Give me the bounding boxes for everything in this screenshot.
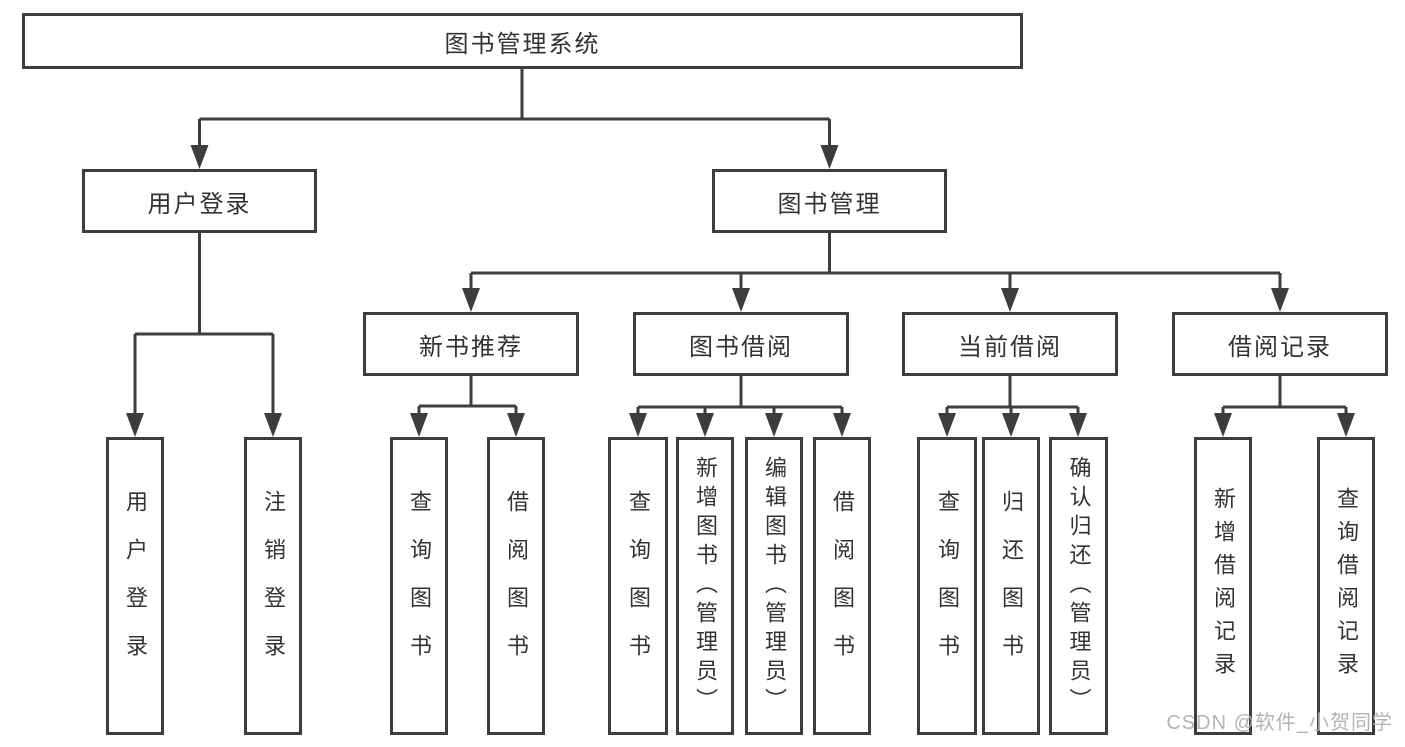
arrowhead (126, 413, 144, 437)
edge-strokes (133, 69, 1348, 416)
csdn-watermark: CSDN @软件_小贺同学 (1166, 712, 1393, 734)
leaf-confirm-return-admin: 确认归还（管理员） (1049, 437, 1108, 735)
leaf-label: 新增借阅记录 (1211, 487, 1236, 685)
node-book-borrow: 图书借阅 (633, 312, 849, 376)
edge-borrow-records-branch (1221, 376, 1348, 416)
leaf-query-borrow-record: 查询借阅记录 (1317, 437, 1375, 735)
node-current-borrow: 当前借阅 (902, 312, 1118, 376)
node-root-system: 图书管理系统 (22, 13, 1023, 69)
arrowhead (1337, 413, 1355, 437)
leaf-label: 确认归还（管理员） (1066, 455, 1092, 717)
arrowhead (1002, 413, 1020, 437)
edge-user-login-branch (133, 233, 275, 416)
node-book-management: 图书管理 (712, 169, 947, 233)
arrowhead (1271, 288, 1289, 312)
edge-root-trunk (198, 69, 831, 148)
node-user-login: 用户登录 (82, 169, 317, 233)
leaf-query-books-current: 查询图书 (917, 437, 977, 735)
arrowhead (190, 145, 209, 169)
node-label: 新书推荐 (419, 333, 523, 361)
leaf-borrow-books: 借阅图书 (813, 437, 871, 735)
arrowhead (765, 413, 783, 437)
leaf-label: 借阅图书 (830, 490, 855, 682)
edge-new-book-recommend-branch (417, 376, 518, 416)
arrowhead (1214, 413, 1232, 437)
leaf-label: 借阅图书 (504, 490, 529, 682)
leaf-label: 归还图书 (999, 490, 1024, 682)
leaf-query-books-borrow: 查询图书 (608, 437, 668, 735)
leaf-label: 新增图书（管理员） (693, 455, 718, 717)
node-label: 当前借阅 (958, 333, 1062, 361)
leaf-label: 用户登录 (123, 490, 148, 682)
leaf-query-books-recommend: 查询图书 (390, 437, 448, 735)
leaf-add-borrow-record: 新增借阅记录 (1194, 437, 1252, 735)
arrowhead (1001, 288, 1019, 312)
leaf-label: 编辑图书（管理员） (762, 455, 787, 717)
arrowhead (264, 413, 282, 437)
leaf-label: 查询图书 (935, 490, 960, 682)
leaf-return-books: 归还图书 (982, 437, 1040, 735)
node-borrow-records: 借阅记录 (1172, 312, 1388, 376)
arrowheads (126, 145, 1355, 437)
arrowhead (938, 413, 956, 437)
leaf-label: 注销登录 (261, 490, 286, 682)
leaf-edit-books-admin: 编辑图书（管理员） (745, 437, 803, 735)
leaf-borrow-books-recommend: 借阅图书 (487, 437, 545, 735)
arrowhead (507, 413, 525, 437)
node-new-book-recommend: 新书推荐 (363, 312, 579, 376)
leaf-logout: 注销登录 (244, 437, 302, 735)
leaf-label: 查询借阅记录 (1334, 487, 1359, 685)
arrowhead (696, 413, 714, 437)
arrowhead (462, 288, 480, 312)
arrowhead (833, 413, 851, 437)
leaf-add-books-admin: 新增图书（管理员） (676, 437, 734, 735)
edge-book-management-branch (469, 233, 1282, 291)
edge-current-borrow-branch (945, 376, 1080, 416)
leaf-label: 查询图书 (626, 490, 651, 682)
node-label: 图书管理 (777, 190, 882, 218)
edge-book-borrow-branch (636, 376, 844, 416)
node-label: 用户登录 (147, 190, 252, 218)
arrowhead (629, 413, 647, 437)
arrowhead (732, 288, 750, 312)
arrowhead (820, 145, 839, 169)
node-label: 借阅记录 (1228, 333, 1332, 361)
arrowhead (410, 413, 428, 437)
node-label: 图书管理系统 (444, 30, 601, 58)
leaf-label: 查询图书 (407, 490, 432, 682)
leaf-user-login: 用户登录 (106, 437, 164, 735)
node-label: 图书借阅 (689, 333, 793, 361)
arrowhead (1069, 413, 1087, 437)
